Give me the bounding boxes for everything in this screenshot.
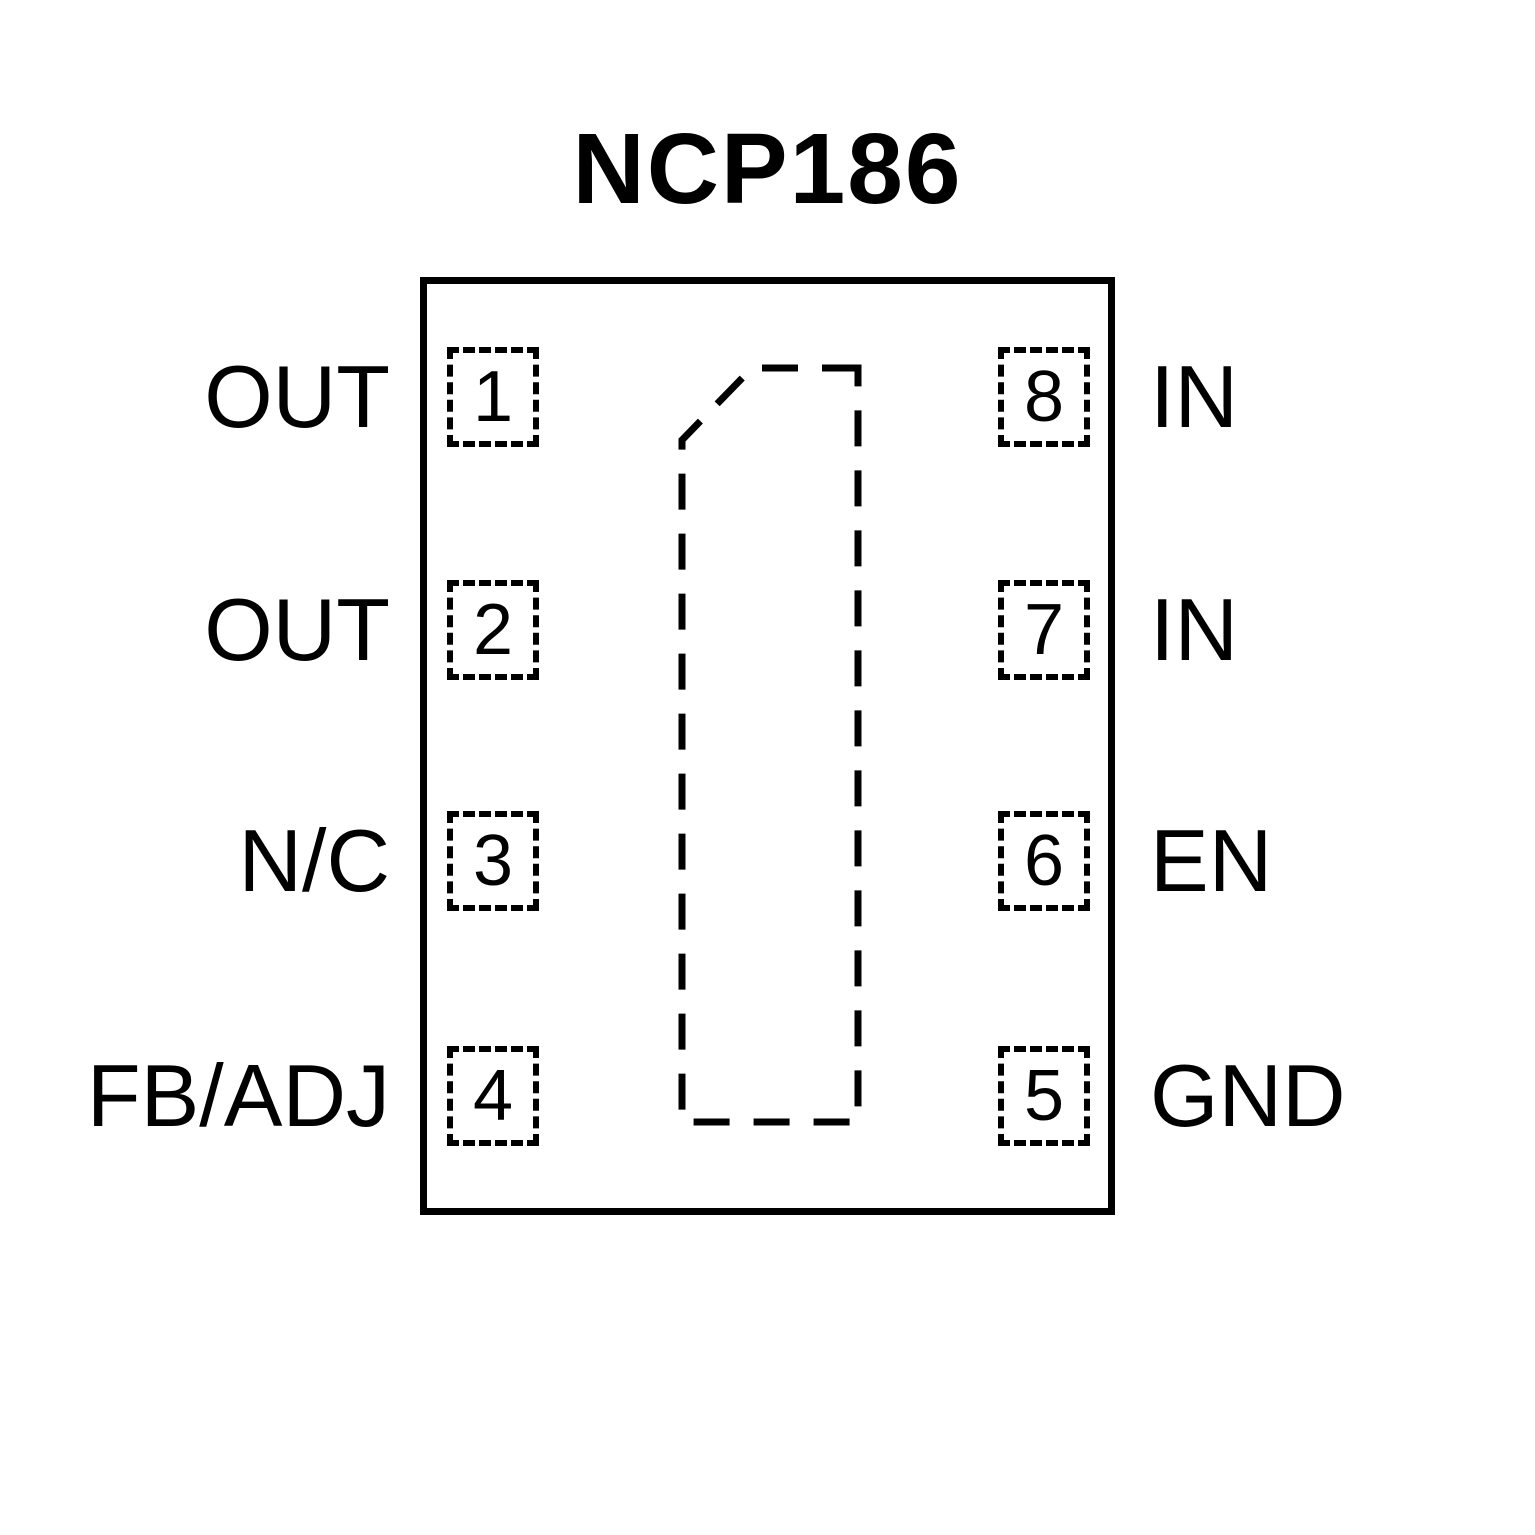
pin-4-box: 4 xyxy=(447,1046,539,1146)
pin-3-label: N/C xyxy=(238,811,390,910)
pin-4-number: 4 xyxy=(472,1056,514,1136)
pin-6-box: 6 xyxy=(998,811,1090,911)
pin-2-label: OUT xyxy=(204,580,390,679)
pin-3-box: 3 xyxy=(447,811,539,911)
pin-5-box: 5 xyxy=(998,1046,1090,1146)
pin-1-box: 1 xyxy=(447,347,539,447)
pin-5-number: 5 xyxy=(1023,1056,1065,1136)
pin-7-label: IN xyxy=(1150,580,1238,679)
pin-3-number: 3 xyxy=(472,821,514,901)
pin-8-box: 8 xyxy=(998,347,1090,447)
pin-1-label: OUT xyxy=(204,347,390,446)
pin-5-label: GND xyxy=(1150,1046,1346,1145)
pin-2-number: 2 xyxy=(472,590,514,670)
pin-1-number: 1 xyxy=(472,357,514,437)
pin-4-label: FB/ADJ xyxy=(86,1046,390,1145)
pin-8-number: 8 xyxy=(1023,357,1065,437)
pin-2-box: 2 xyxy=(447,580,539,680)
pin-7-box: 7 xyxy=(998,580,1090,680)
pin-8-label: IN xyxy=(1150,347,1238,446)
pin-6-label: EN xyxy=(1150,811,1273,910)
pin-7-number: 7 xyxy=(1023,590,1065,670)
chip-title: NCP186 xyxy=(572,113,963,225)
pin-6-number: 6 xyxy=(1023,821,1065,901)
